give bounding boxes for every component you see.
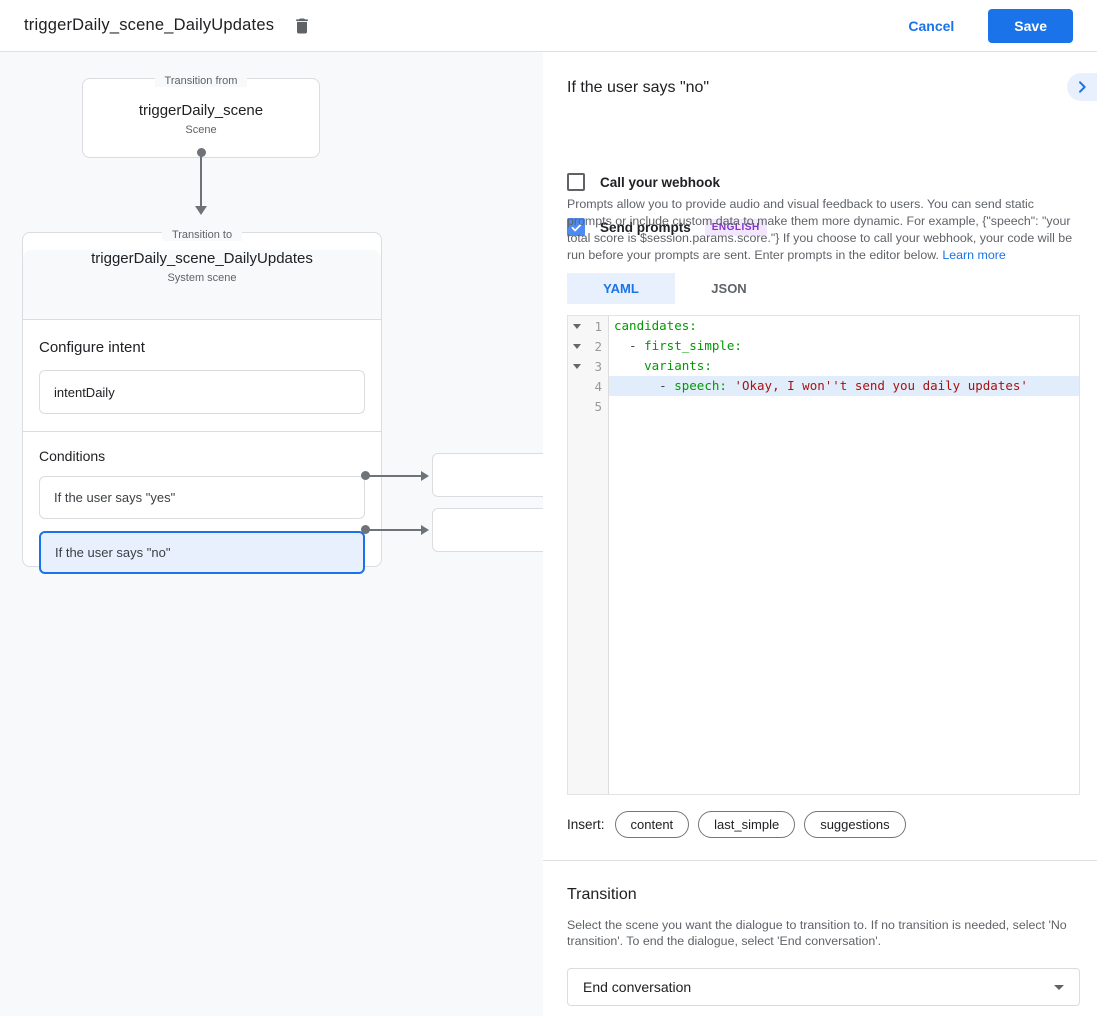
code-line[interactable]: - first_simple: xyxy=(614,338,742,353)
transition-from-node[interactable]: Transition from triggerDaily_scene Scene xyxy=(82,75,320,158)
transition-select-value: End conversation xyxy=(583,979,692,995)
panel-title: If the user says "no" xyxy=(567,79,710,96)
insert-label: Insert: xyxy=(567,817,605,832)
fold-arrow-icon[interactable] xyxy=(573,343,581,349)
line-number: 4 xyxy=(594,378,602,394)
condition-no-target-node[interactable] xyxy=(432,508,543,552)
delete-button[interactable] xyxy=(292,16,312,36)
insert-chip-content[interactable]: content xyxy=(614,811,690,838)
send-prompts-checkbox-label: Send prompts xyxy=(600,219,691,235)
save-button[interactable]: Save xyxy=(988,8,1073,43)
line-number: 2 xyxy=(594,338,602,354)
transition-from-legend: Transition from xyxy=(83,71,319,89)
webhook-checkbox-label: Call your webhook xyxy=(600,174,721,190)
transition-from-name: triggerDaily_scene xyxy=(138,102,264,119)
app-header: triggerDaily_scene_DailyUpdates Cancel S… xyxy=(0,0,1097,52)
tab-yaml[interactable]: YAML xyxy=(567,273,675,304)
condition-yes-dot xyxy=(361,471,370,480)
configure-intent-label: Configure intent xyxy=(39,339,145,356)
condition-no-dot xyxy=(361,525,370,534)
node-divider xyxy=(23,431,381,432)
editor-gutter[interactable]: 1 2 3 4 5 xyxy=(568,316,609,794)
line-number: 1 xyxy=(594,318,602,334)
insert-row: Insert: content last_simple suggestions xyxy=(567,811,915,838)
webhook-checkbox[interactable] xyxy=(567,173,585,191)
prompt-code-editor[interactable]: 1 2 3 4 5 candidates: - first_simple: varian… xyxy=(567,315,1080,795)
page-title: triggerDaily_scene_DailyUpdates xyxy=(24,16,275,34)
condition-no-arrow-icon xyxy=(421,525,429,535)
send-prompts-checkbox[interactable] xyxy=(567,218,585,236)
editor-code[interactable]: candidates: - first_simple: variants: - … xyxy=(609,316,1079,794)
fold-arrow-icon[interactable] xyxy=(573,363,581,369)
gutter-row[interactable]: 2 xyxy=(568,336,608,356)
transition-description: Select the scene you want the dialogue t… xyxy=(567,918,1067,948)
condition-no-line xyxy=(368,529,421,531)
checkmark-icon xyxy=(570,221,583,234)
insert-chip-last_simple[interactable]: last_simple xyxy=(698,811,796,838)
transition-to-name: triggerDaily_scene_DailyUpdates xyxy=(91,250,313,267)
transition-to-node[interactable]: Transition to triggerDaily_scene_DailyUp… xyxy=(22,229,382,574)
learn-more-link[interactable]: Learn more xyxy=(942,248,1006,262)
gutter-row[interactable]: 3 xyxy=(568,356,608,376)
collapse-panel-button[interactable] xyxy=(1067,73,1097,101)
condition-yes-line xyxy=(368,475,421,477)
chevron-right-icon xyxy=(1074,79,1090,95)
fold-arrow-icon[interactable] xyxy=(573,323,581,329)
code-line[interactable]: candidates: xyxy=(614,318,697,333)
transition-to-type: System scene xyxy=(167,272,237,284)
flow-connector-dot xyxy=(197,148,206,157)
condition-row-yes[interactable]: If the user says "yes" xyxy=(39,476,365,519)
scene-flow-canvas: Transition from triggerDaily_scene Scene… xyxy=(0,52,543,1016)
insert-chips: content last_simple suggestions xyxy=(614,811,915,838)
gutter-row[interactable]: 4 xyxy=(568,376,608,396)
language-badge: ENGLISH xyxy=(704,218,767,236)
transition-to-legend: Transition to xyxy=(23,225,381,243)
insert-chip-suggestions[interactable]: suggestions xyxy=(804,811,906,838)
transition-section-title: Transition xyxy=(567,886,637,903)
code-line[interactable] xyxy=(609,396,1079,416)
transition-select[interactable]: End conversation xyxy=(567,968,1080,1006)
prompts-description: Prompts allow you to provide audio and v… xyxy=(567,197,1073,262)
line-number: 3 xyxy=(594,358,602,374)
line-number: 5 xyxy=(594,398,602,414)
dropdown-caret-icon xyxy=(1054,984,1064,990)
condition-row-no[interactable]: If the user says "no" xyxy=(39,531,365,574)
conditions-label: Conditions xyxy=(39,448,106,464)
cancel-button[interactable]: Cancel xyxy=(908,17,955,34)
code-line[interactable]: - speech: 'Okay, I won''t send you daily… xyxy=(609,376,1079,396)
send-prompts-checkbox-row[interactable]: Send prompts ENGLISH xyxy=(567,218,767,236)
transition-to-header: triggerDaily_scene_DailyUpdates System s… xyxy=(23,250,381,320)
condition-yes-target-node[interactable] xyxy=(432,453,543,497)
editor-format-tabs: YAML JSON xyxy=(567,273,783,304)
flow-arrow-down-icon xyxy=(195,206,207,215)
code-line[interactable]: variants: xyxy=(644,358,712,373)
gutter-row[interactable]: 1 xyxy=(568,316,608,336)
flow-connector-line xyxy=(200,156,202,206)
webhook-checkbox-row[interactable]: Call your webhook xyxy=(567,173,720,191)
panel-divider xyxy=(543,860,1097,861)
trash-icon xyxy=(292,16,312,36)
gutter-row[interactable]: 5 xyxy=(568,396,608,416)
transition-from-type: Scene xyxy=(185,124,217,136)
tab-json[interactable]: JSON xyxy=(711,281,747,296)
condition-editor-panel: If the user says "no" Call your webhook … xyxy=(543,52,1097,1016)
intent-field[interactable]: intentDaily xyxy=(39,370,365,414)
condition-yes-arrow-icon xyxy=(421,471,429,481)
